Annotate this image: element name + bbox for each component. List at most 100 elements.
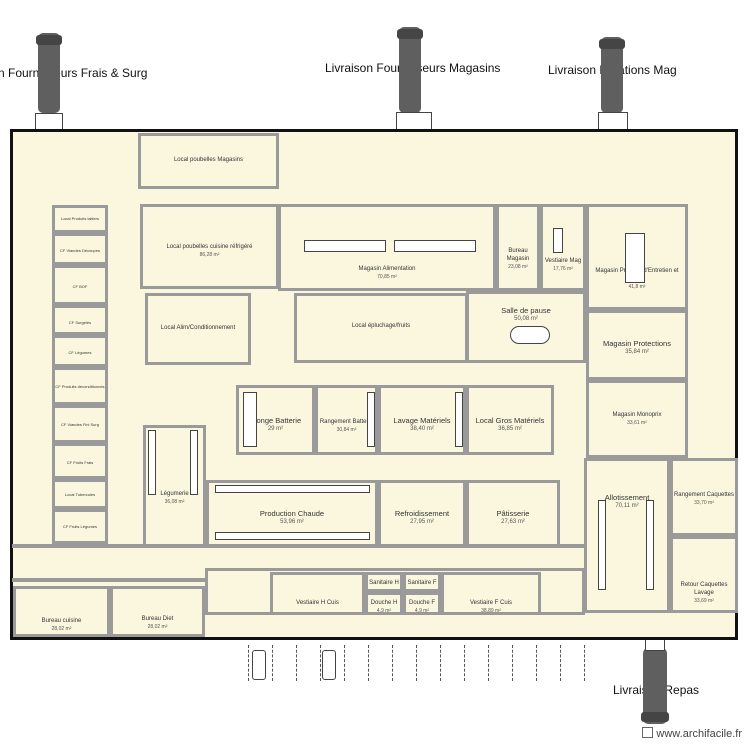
room-bureau-magasin: Bureau Magasin 23,08 m² [496, 204, 540, 291]
room-label: Vestiaire H Cuis [296, 600, 339, 606]
parking-line [584, 645, 586, 681]
room-label: Bureau Magasin [506, 248, 530, 262]
room-label: Rangement Caquettes [673, 492, 735, 498]
room-label: Rangement Batterie [319, 419, 374, 425]
corridor-wall [12, 544, 584, 548]
parking-line [488, 645, 490, 681]
room-area: 4,9 m² [376, 608, 392, 614]
room-label: Magasin Monoprix [612, 412, 662, 418]
parking-line [464, 645, 466, 681]
room-label: Sanitaire F [407, 580, 437, 586]
label-livraison-frais: n Fournisseurs Frais & Surg [0, 66, 148, 80]
equipment-bench [553, 228, 563, 253]
room-area: 70,85 m² [377, 274, 397, 280]
equipment-range [215, 532, 370, 540]
parked-car-icon [322, 650, 336, 680]
room-label: Retour Caquettes Lavage [680, 582, 728, 596]
room-local-poubelle: Local poubelles Magasins [138, 133, 279, 189]
room-label: Allotissement [604, 493, 650, 502]
room-label: Sanitaire H [369, 580, 399, 586]
room-label: Plonge Batterie [249, 416, 302, 425]
room-douche-1: Douche H 4,9 m² [365, 592, 403, 615]
room-area: 27,63 m² [501, 519, 525, 525]
room-area: 36,08 m² [164, 499, 185, 505]
parked-car-icon [252, 650, 266, 680]
room-area: 33,61 m² [627, 420, 647, 426]
parking-line [248, 645, 250, 681]
room-area: 23,08 m² [508, 264, 528, 270]
room-label: Vestiaire Mag [544, 258, 582, 264]
break-table [510, 326, 550, 344]
room-cf-fruits-legumes: CF Fruits Légumes [52, 509, 108, 544]
equipment-range [215, 485, 370, 493]
room-cf-legumes: CF Légumes [52, 335, 108, 367]
room-label: Magasin Protections [603, 339, 671, 348]
room-label: Local épluchage/fruits [351, 323, 411, 329]
room-area: 4,9 m² [414, 608, 430, 614]
room-label: CF Viandes Fini Surg [61, 422, 99, 427]
parking-line [512, 645, 514, 681]
room-cf-surgeles: CF Surgelés [52, 305, 108, 335]
room-cf-viandes-2: CF Viandes Fini Surg [52, 405, 108, 443]
room-area: 50,08 m² [514, 316, 538, 322]
room-sanitaire-1: Sanitaire H [365, 572, 403, 592]
parking-line [368, 645, 370, 681]
room-magasin-produits: Magasin Produits d'Entretien et Sulter41… [586, 204, 688, 310]
room-label: CF Fruits Frais [66, 460, 94, 465]
room-local-alimentaire: Local Alim/Conditionnement [145, 293, 251, 365]
room-label: CF Surgelés [68, 320, 92, 325]
parking-line [320, 645, 322, 681]
room-label: Local poubelles Magasins [173, 157, 244, 163]
room-area: 28,02 m² [147, 624, 168, 630]
room-area: 36,85 m² [498, 426, 522, 432]
delivery-truck-icon [599, 37, 625, 113]
watermark: www.archifacile.fr [642, 727, 742, 740]
archifacile-logo-icon [642, 727, 654, 738]
room-area: 33,70 m² [694, 500, 714, 506]
room-area: 53,96 m² [280, 519, 304, 525]
room-area: 35,84 m² [625, 349, 649, 355]
room-area: 38,40 m² [410, 426, 434, 432]
room-label: Local Tubercules [64, 492, 96, 497]
room-cf-viandes: CF Viandes Découpes [52, 233, 108, 265]
equipment-shelf [625, 233, 645, 283]
room-label: Local Gros Matériels [475, 416, 545, 425]
room-label: Salle de pause [501, 306, 551, 315]
room-label: Bureau Diet [141, 616, 174, 622]
parking-line [536, 645, 538, 681]
room-label: CF Légumes [68, 350, 92, 355]
room-area: 27,95 m² [410, 519, 434, 525]
room-label: CF Fruits Légumes [62, 524, 97, 529]
delivery-truck-icon [641, 648, 669, 724]
room-rangement-caquettes: Rangement Caquettes 33,70 m² [670, 458, 738, 536]
room-label: Douche H [370, 600, 398, 606]
room-label: Lavage Matériels [393, 416, 451, 425]
equipment-conveyor [646, 500, 654, 590]
room-label: Local Alim/Conditionnement [160, 325, 236, 331]
room-label: Local Produits laitiers [60, 216, 100, 221]
room-label: Vestiaire F Cuis [469, 600, 512, 606]
room-label: CF BOF [72, 284, 88, 289]
room-cf-bof: CF BOF [52, 265, 108, 305]
room-label: Douche F [408, 600, 435, 606]
room-area: 17,76 m² [553, 266, 573, 272]
equipment-shelf [304, 240, 386, 252]
parking-line [392, 645, 394, 681]
room-label: Local poubelles cuisine réfrigéré [166, 244, 253, 250]
delivery-truck-icon [397, 27, 423, 113]
parking-line [272, 645, 274, 681]
room-cf-produits-laitiers: Local Produits laitiers [52, 205, 108, 233]
room-area: 28,02 m² [51, 626, 72, 632]
room-area: 41,8 m² [628, 284, 646, 290]
room-douche-2: Douche F 4,9 m² [403, 592, 441, 615]
parking-line [296, 645, 298, 681]
room-local-tuberculas: Local Tubercules [52, 479, 108, 509]
